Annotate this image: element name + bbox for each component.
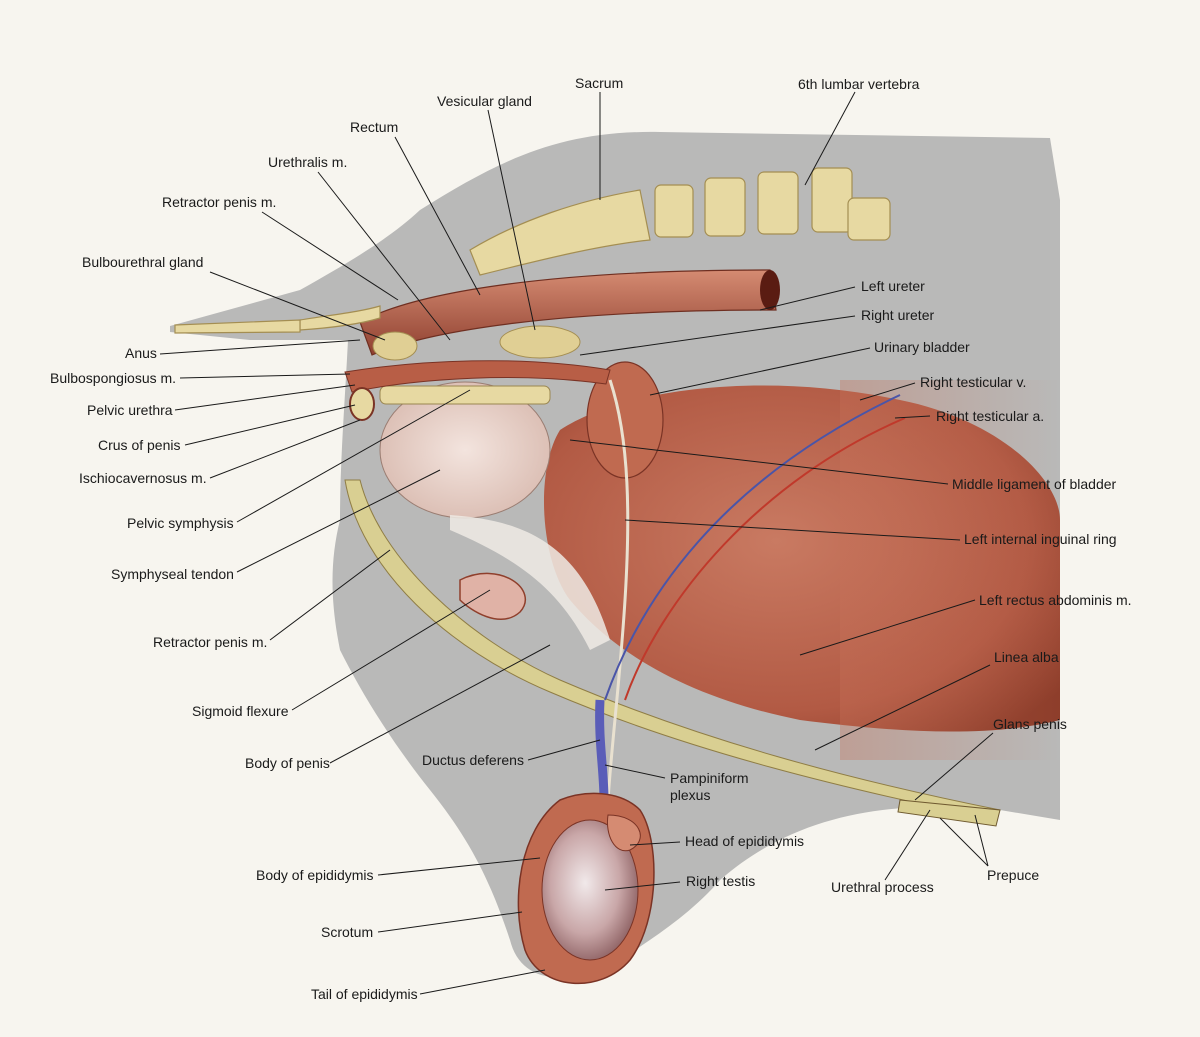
label-body-of-epididymis: Body of epididymis [256, 867, 374, 883]
label-body-of-penis: Body of penis [245, 755, 330, 771]
head-epididymis-shape [606, 814, 641, 852]
label-sacrum: Sacrum [575, 75, 623, 91]
label-symphyseal-tendon: Symphyseal tendon [111, 566, 234, 582]
label-retractor-penis-lower: Retractor penis m. [153, 634, 267, 650]
symphyseal-tendon-shape [450, 515, 610, 650]
crus-cross-section [349, 387, 375, 421]
vertebral-column [174, 167, 891, 334]
label-middle-ligament: Middle ligament of bladder [952, 476, 1117, 492]
vesicular-gland-shape [499, 325, 581, 359]
label-bulbospongiosus: Bulbospongiosus m. [50, 370, 176, 386]
label-pelvic-urethra: Pelvic urethra [87, 402, 173, 418]
label-pampiniform-1: Pampiniform [670, 770, 749, 786]
testicular-artery-path [624, 417, 906, 701]
label-pelvic-symphysis: Pelvic symphysis [127, 515, 234, 531]
label-retractor-penis-upper: Retractor penis m. [162, 194, 276, 210]
label-right-testicular-a: Right testicular a. [936, 408, 1044, 424]
label-crus-of-penis: Crus of penis [98, 437, 180, 453]
label-ductus-deferens: Ductus deferens [422, 752, 524, 768]
pelvic-urethra-shape [344, 360, 611, 393]
label-ischiocavernosus: Ischiocavernosus m. [79, 470, 207, 486]
label-right-testicular-v: Right testicular v. [920, 374, 1026, 390]
labels: Sacrum 6th lumbar vertebra Vesicular gla… [50, 75, 1132, 1002]
testis-shape [541, 819, 639, 961]
ductus-deferens-path [606, 379, 630, 801]
symphysis-cap [379, 385, 551, 405]
label-urinary-bladder: Urinary bladder [874, 339, 970, 355]
bulbourethral-gland-shape [372, 331, 418, 361]
label-right-testis: Right testis [686, 873, 755, 889]
label-vesicular-gland: Vesicular gland [437, 93, 532, 109]
label-urethral-process: Urethral process [831, 879, 934, 895]
label-bulbourethral-gland: Bulbourethral gland [82, 254, 203, 270]
prepuce-shape [897, 799, 1001, 827]
sigmoid-flexure-shape [459, 572, 527, 620]
label-right-ureter: Right ureter [861, 307, 934, 323]
label-prepuce: Prepuce [987, 867, 1039, 883]
label-urethralis: Urethralis m. [268, 154, 347, 170]
label-anus: Anus [125, 345, 157, 361]
muscle-fade [840, 380, 1060, 760]
label-sigmoid-flexure: Sigmoid flexure [192, 703, 289, 719]
label-left-ureter: Left ureter [861, 278, 925, 294]
label-pampiniform-2: plexus [670, 787, 710, 803]
pampiniform-plexus-path [595, 699, 609, 801]
label-rectum: Rectum [350, 119, 398, 135]
testicular-vein-path [604, 394, 901, 701]
rectum-shape [359, 269, 777, 356]
leader-lines [159, 91, 994, 995]
label-inguinal-ring: Left internal inguinal ring [964, 531, 1117, 547]
label-tail-of-epididymis: Tail of epididymis [311, 986, 418, 1002]
label-scrotum: Scrotum [321, 924, 373, 940]
label-glans-penis: Glans penis [993, 716, 1067, 732]
label-linea-alba: Linea alba [994, 649, 1059, 665]
label-head-of-epididymis: Head of epididymis [685, 833, 804, 849]
label-6th-lumbar-vertebra: 6th lumbar vertebra [798, 76, 920, 92]
label-rectus-abdominis: Left rectus abdominis m. [979, 592, 1132, 608]
rectum-lumen [760, 270, 780, 310]
